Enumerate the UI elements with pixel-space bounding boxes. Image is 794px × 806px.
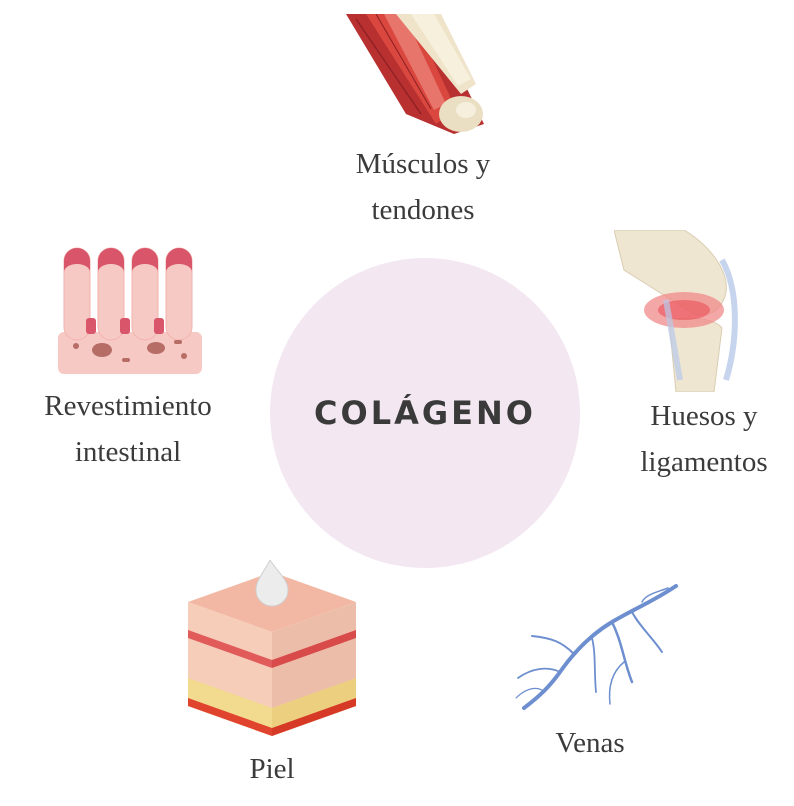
label-skin-line1: Piel: [249, 753, 295, 785]
center-circle: COLÁGENO: [270, 258, 580, 568]
label-muscles-line1: Músculos y: [355, 148, 491, 180]
skin-layers-icon: [188, 560, 356, 736]
center-title: COLÁGENO: [314, 394, 536, 432]
label-bones-line2: ligamentos: [640, 446, 768, 478]
label-muscles-line2: tendones: [371, 194, 475, 226]
intestinal-villi-icon: [58, 247, 202, 374]
label-intestine-line1: Revestimiento: [44, 390, 212, 422]
label-bones-line1: Huesos y: [650, 400, 758, 432]
label-bones: Huesos y ligamentos: [616, 393, 792, 485]
label-muscles: Músculos y tendones: [318, 141, 528, 233]
label-veins: Venas: [520, 720, 660, 766]
label-intestine-line2: intestinal: [74, 436, 182, 468]
label-intestine: Revestimiento intestinal: [14, 383, 242, 475]
label-skin: Piel: [212, 746, 332, 792]
label-veins-line1: Venas: [555, 727, 625, 759]
muscle-tendon-icon: [346, 14, 484, 134]
vein-icon: [515, 584, 678, 710]
knee-joint-icon: [614, 230, 738, 392]
